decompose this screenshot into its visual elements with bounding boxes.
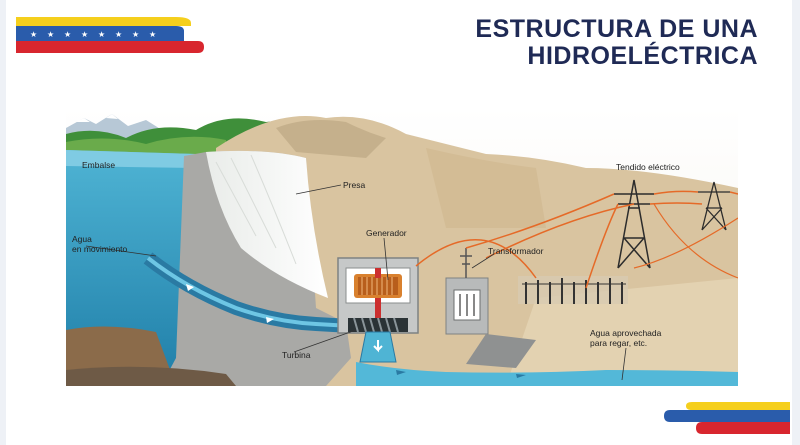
leader-line-generador (383, 237, 389, 281)
star-icon: ★ (149, 30, 156, 39)
star-icon: ★ (115, 30, 122, 39)
frame-left (0, 0, 6, 445)
flow-arrow-icon (516, 374, 526, 378)
label-agua-movimiento-1: Agua (72, 234, 92, 244)
label-tendido-electrico: Tendido eléctrico (616, 162, 680, 172)
hydroelectric-diagram: Embalse Presa Agua en movimiento Generad… (66, 108, 738, 386)
transformer-mast (460, 248, 472, 278)
rock-shadow (426, 148, 546, 228)
mountain-snow (76, 114, 118, 122)
flag-blue-stripe (664, 410, 790, 422)
label-transformador: Transformador (488, 246, 544, 256)
dam-face (206, 150, 328, 298)
flow-arrow-icon (266, 317, 274, 323)
flag-red-stripe (696, 422, 790, 434)
flow-arrow-icon (186, 284, 194, 291)
star-icon: ★ (30, 30, 37, 39)
transformer-icon (453, 289, 481, 321)
label-generador: Generador (366, 228, 407, 238)
flow-arrow-icon (396, 370, 406, 375)
power-cables-far (633, 203, 738, 279)
frame-right (792, 0, 800, 445)
star-icon: ★ (47, 30, 54, 39)
star-icon: ★ (98, 30, 105, 39)
flow-arrow-icon (373, 340, 383, 353)
title-line-2: HIDROELÉCTRICA (527, 42, 758, 70)
label-agua-aprovechada-1: Agua aprovechada (590, 328, 662, 338)
ground-plateau (506, 278, 738, 386)
turbine-shaft (375, 298, 381, 320)
leader-line-agua-movimiento (85, 245, 157, 257)
star-icon: ★ (64, 30, 71, 39)
star-icon: ★ (81, 30, 88, 39)
power-cables (415, 190, 738, 289)
leader-line-presa (295, 184, 342, 195)
flag-yellow-stripe (16, 17, 191, 26)
label-embalse: Embalse (82, 160, 115, 170)
turbine-icon (348, 317, 408, 333)
flag-ribbon-bottom (664, 402, 790, 434)
label-turbina: Turbina (282, 350, 311, 360)
star-icon-group: ★ ★ ★ ★ ★ ★ ★ ★ (30, 30, 156, 39)
flag-yellow-stripe (686, 402, 790, 410)
foreground-soil (66, 366, 236, 386)
green-hills-front (66, 136, 226, 156)
leader-line-turbina (293, 329, 357, 353)
flag-ribbon-top: ★ ★ ★ ★ ★ ★ ★ ★ (16, 17, 204, 53)
page-title: ESTRUCTURA DE UNA HIDROELÉCTRICA (475, 16, 758, 70)
transmission-tower-icon (698, 181, 730, 231)
label-agua-movimiento-2: en movimiento (72, 244, 128, 254)
reservoir-surface (66, 150, 196, 168)
retaining-wall (466, 334, 536, 368)
generator-icon (354, 268, 402, 298)
penstock-water (146, 256, 352, 328)
star-icon: ★ (132, 30, 139, 39)
label-presa: Presa (343, 180, 365, 190)
flag-red-stripe (16, 41, 204, 53)
title-line-1: ESTRUCTURA DE UNA (475, 15, 758, 43)
rock-texture (276, 120, 386, 158)
leader-line-transformador (471, 253, 495, 269)
flag-blue-stripe (16, 26, 184, 41)
substation (518, 276, 628, 304)
leader-line-agua-aprovechada (621, 347, 627, 381)
label-agua-aprovechada-2: para regar, etc. (590, 338, 647, 348)
outflow-river (356, 362, 738, 386)
dam-face-lines (215, 154, 297, 265)
